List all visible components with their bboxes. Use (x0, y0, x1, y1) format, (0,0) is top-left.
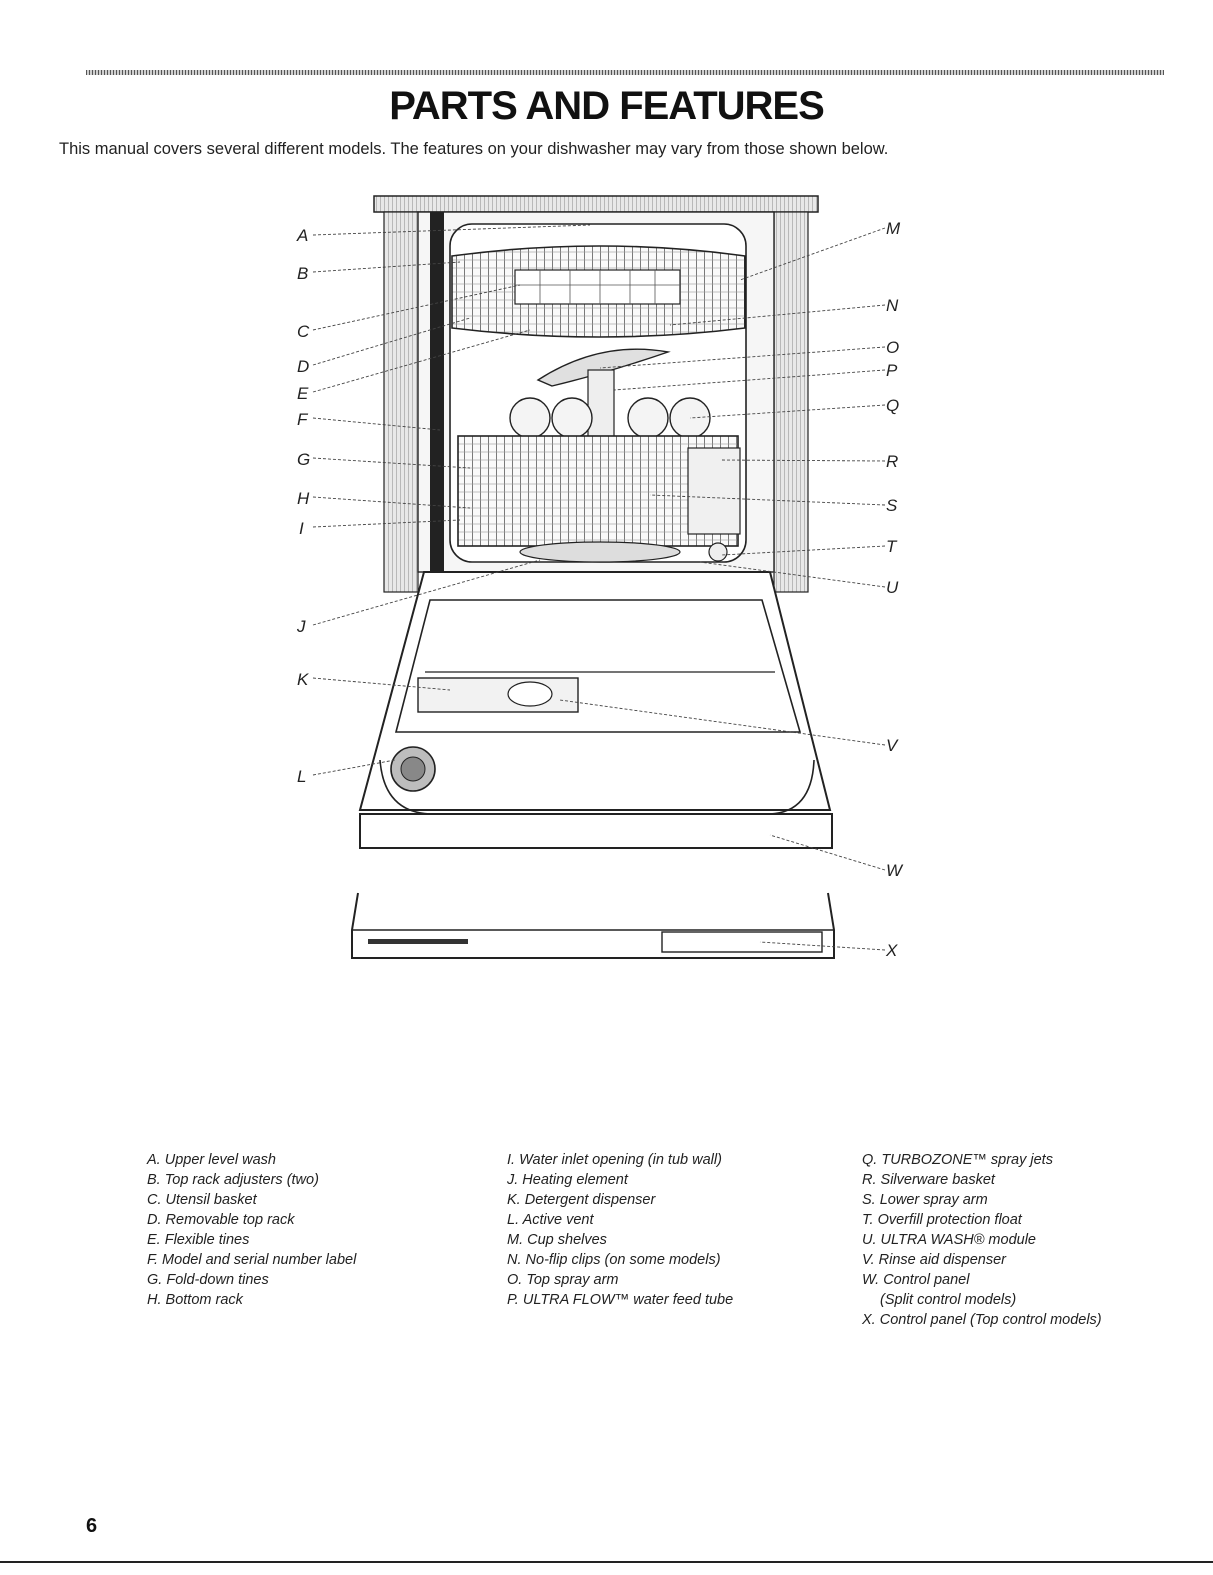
callout-k: K (297, 670, 309, 689)
legend-item: V. Rinse aid dispenser (862, 1252, 1007, 1268)
page-title: PARTS AND FEATURES (389, 84, 825, 128)
callout-f: F (297, 410, 309, 429)
legend-item: R. Silverware basket (862, 1172, 995, 1188)
legend-item: D. Removable top rack (147, 1212, 295, 1228)
legend-item: I. Water inlet opening (in tub wall) (507, 1152, 722, 1168)
legend-item-subnote: (Split control models) (880, 1292, 1017, 1308)
legend-column-1: A. Upper level wash B. Top rack adjuster… (147, 1150, 356, 1310)
legend-item: W. Control panel (862, 1272, 970, 1288)
callout-a: A (296, 226, 308, 245)
callout-t: T (886, 537, 898, 556)
legend-item: C. Utensil basket (147, 1192, 257, 1208)
callout-labels: A B C D E F G H I J K L M N O P Q R S T … (296, 219, 904, 960)
callout-w: W (886, 861, 904, 880)
legend-item: H. Bottom rack (147, 1292, 243, 1308)
legend-item: E. Flexible tines (147, 1232, 250, 1248)
legend-item: U. ULTRA WASH® module (862, 1232, 1036, 1248)
callout-q: Q (886, 396, 899, 415)
legend-item: M. Cup shelves (507, 1232, 607, 1248)
callout-c: C (297, 322, 310, 341)
page-number: 6 (86, 1515, 98, 1537)
callout-p: P (886, 361, 898, 380)
callout-v: V (886, 736, 899, 755)
leader-lines (312, 224, 886, 951)
callout-l: L (297, 767, 306, 786)
intro-text: This manual covers several different mod… (59, 140, 889, 158)
legend-column-3: Q. TURBOZONE™ spray jets R. Silverware b… (862, 1150, 1102, 1330)
top-rule (86, 70, 1164, 75)
legend-item: N. No-flip clips (on some models) (507, 1252, 721, 1268)
legend-column-2: I. Water inlet opening (in tub wall) J. … (507, 1150, 733, 1310)
open-door (358, 571, 833, 849)
overfill-float (708, 542, 728, 562)
callout-u: U (886, 578, 899, 597)
bottom-rack (457, 435, 741, 547)
callout-o: O (886, 338, 899, 357)
legend-item: T. Overfill protection float (862, 1212, 1022, 1228)
cup-shelves (509, 397, 711, 439)
legend-item: S. Lower spray arm (862, 1192, 988, 1208)
callout-m: M (886, 219, 901, 238)
callout-i: I (299, 519, 304, 538)
legend-item: O. Top spray arm (507, 1272, 619, 1288)
callout-x: X (885, 941, 898, 960)
legend-item: F. Model and serial number label (147, 1252, 357, 1268)
legend-item: G. Fold-down tines (147, 1272, 269, 1288)
top-rack (451, 245, 746, 338)
legend-item: J. Heating element (507, 1172, 628, 1188)
callout-e: E (297, 384, 309, 403)
legend-item: K. Detergent dispenser (507, 1192, 656, 1208)
legend-item: B. Top rack adjusters (two) (147, 1172, 319, 1188)
top-control-panel (351, 892, 835, 959)
callout-n: N (886, 296, 899, 315)
legend-item: Q. TURBOZONE™ spray jets (862, 1152, 1053, 1168)
callout-r: R (886, 452, 898, 471)
bottom-rule (0, 1561, 1213, 1563)
legend-item: A. Upper level wash (147, 1152, 276, 1168)
lower-spray-arm (519, 541, 681, 563)
callout-d: D (297, 357, 309, 376)
callout-b: B (297, 264, 308, 283)
callout-g: G (297, 450, 310, 469)
callout-j: J (296, 617, 306, 636)
dishwasher-diagram: A B C D E F G H I J K L M N O P Q R S T … (296, 195, 904, 960)
legend-item: P. ULTRA FLOW™ water feed tube (507, 1292, 734, 1308)
callout-h: H (297, 489, 310, 508)
legend-item: X. Control panel (Top control models) (862, 1312, 1102, 1328)
legend-item: L. Active vent (507, 1212, 594, 1228)
callout-s: S (886, 496, 898, 515)
